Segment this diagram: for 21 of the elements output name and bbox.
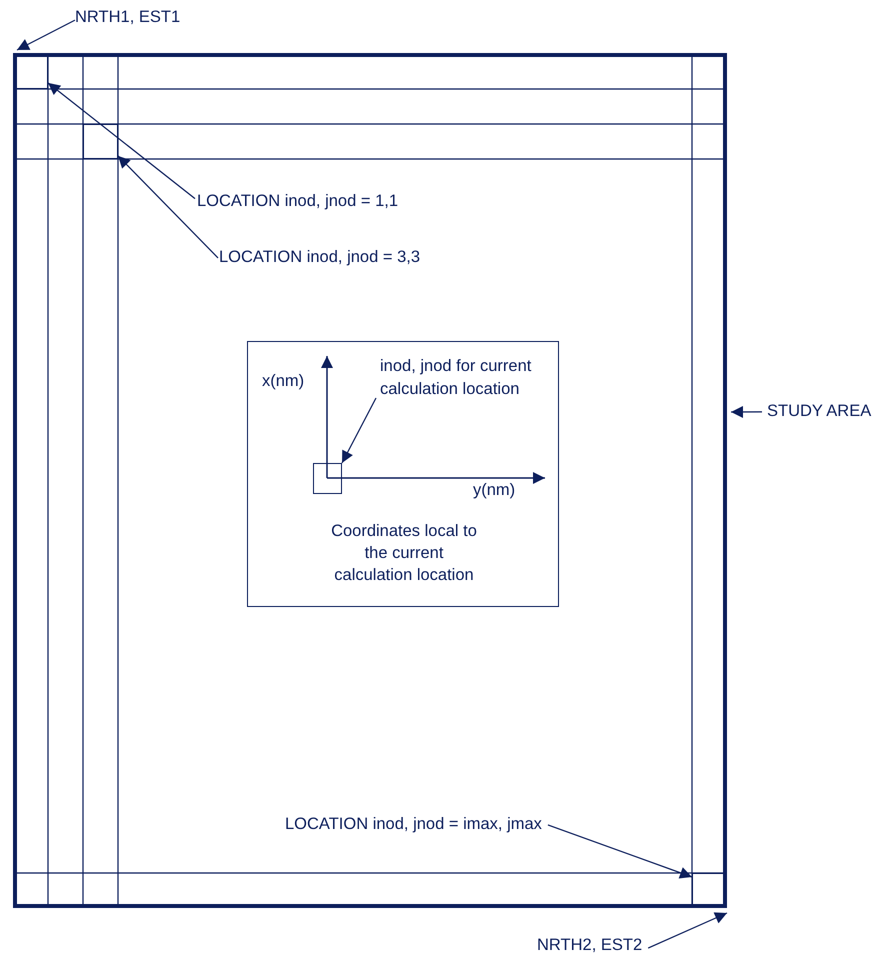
axis-label: y(nm)	[473, 481, 516, 500]
inset-panel	[247, 341, 559, 607]
grid-cell	[83, 124, 118, 159]
corner-label: NRTH2, EST2	[537, 936, 642, 958]
leader-arrow	[731, 406, 762, 418]
corner-label: NRTH1, EST1	[75, 8, 180, 30]
location-label: LOCATION inod, jnod = imax, jmax	[285, 815, 542, 837]
leader-arrow	[648, 912, 728, 949]
study-area-frame	[13, 53, 727, 908]
leader-arrow	[118, 155, 218, 258]
callout-text: inod, jnod for current calculation location	[380, 355, 540, 424]
location-label: LOCATION inod, jnod = 1,1	[197, 192, 398, 214]
leader-arrow	[341, 398, 377, 464]
study-area-label: STUDY AREA	[767, 402, 872, 424]
calculation-cell	[313, 463, 342, 494]
leader-arrow	[48, 82, 196, 200]
caption-text: Coordinates local to the current calculation location	[330, 521, 478, 586]
leader-arrow	[548, 824, 692, 879]
axis-label: x(nm)	[262, 372, 304, 391]
leader-arrow	[16, 20, 76, 51]
location-label: LOCATION inod, jnod = 3,3	[219, 248, 420, 270]
